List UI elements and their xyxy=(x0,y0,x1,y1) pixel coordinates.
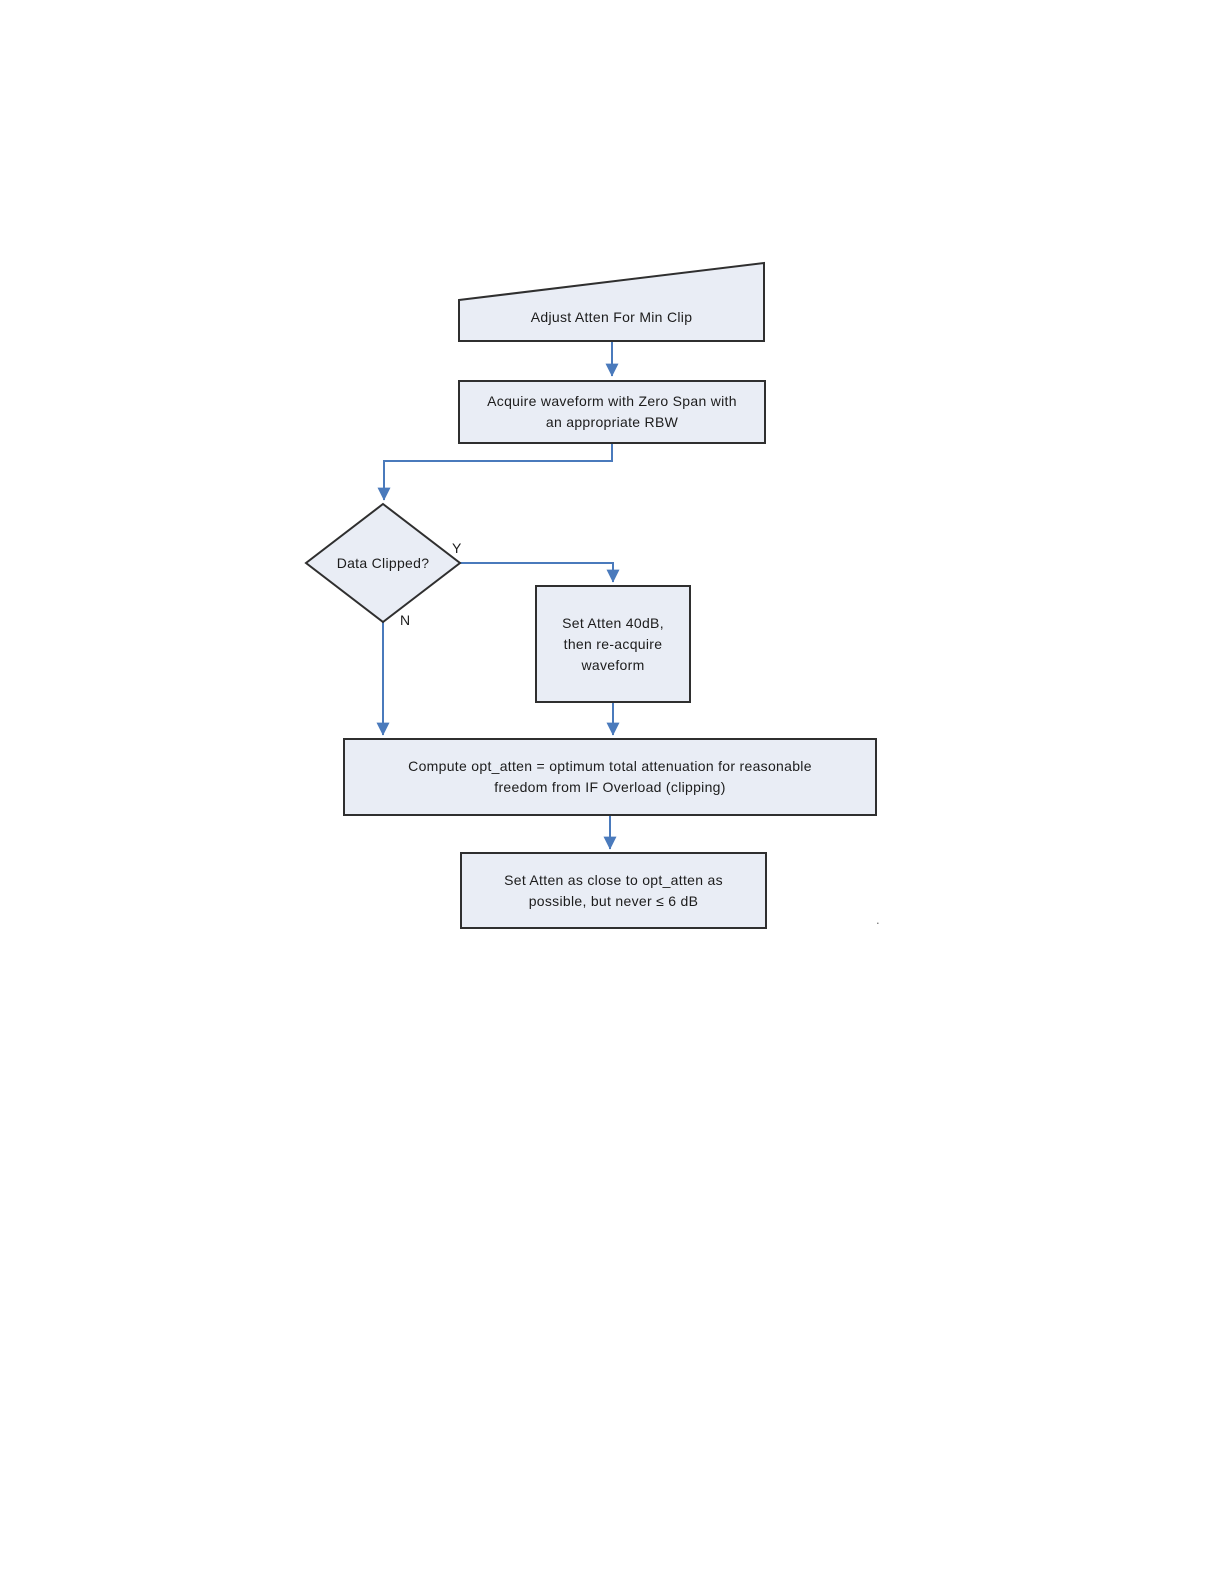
node-compute-shape xyxy=(343,738,877,816)
node-final-shape xyxy=(460,852,767,929)
connector-decision-yes-to-reacquire xyxy=(460,562,620,583)
connector-acquire-to-decision xyxy=(377,443,613,501)
node-reacquire-shape xyxy=(535,585,691,703)
node-acquire-shape xyxy=(458,380,766,444)
node-decision-diamond xyxy=(304,502,462,624)
node-adjust-shape xyxy=(458,261,765,342)
